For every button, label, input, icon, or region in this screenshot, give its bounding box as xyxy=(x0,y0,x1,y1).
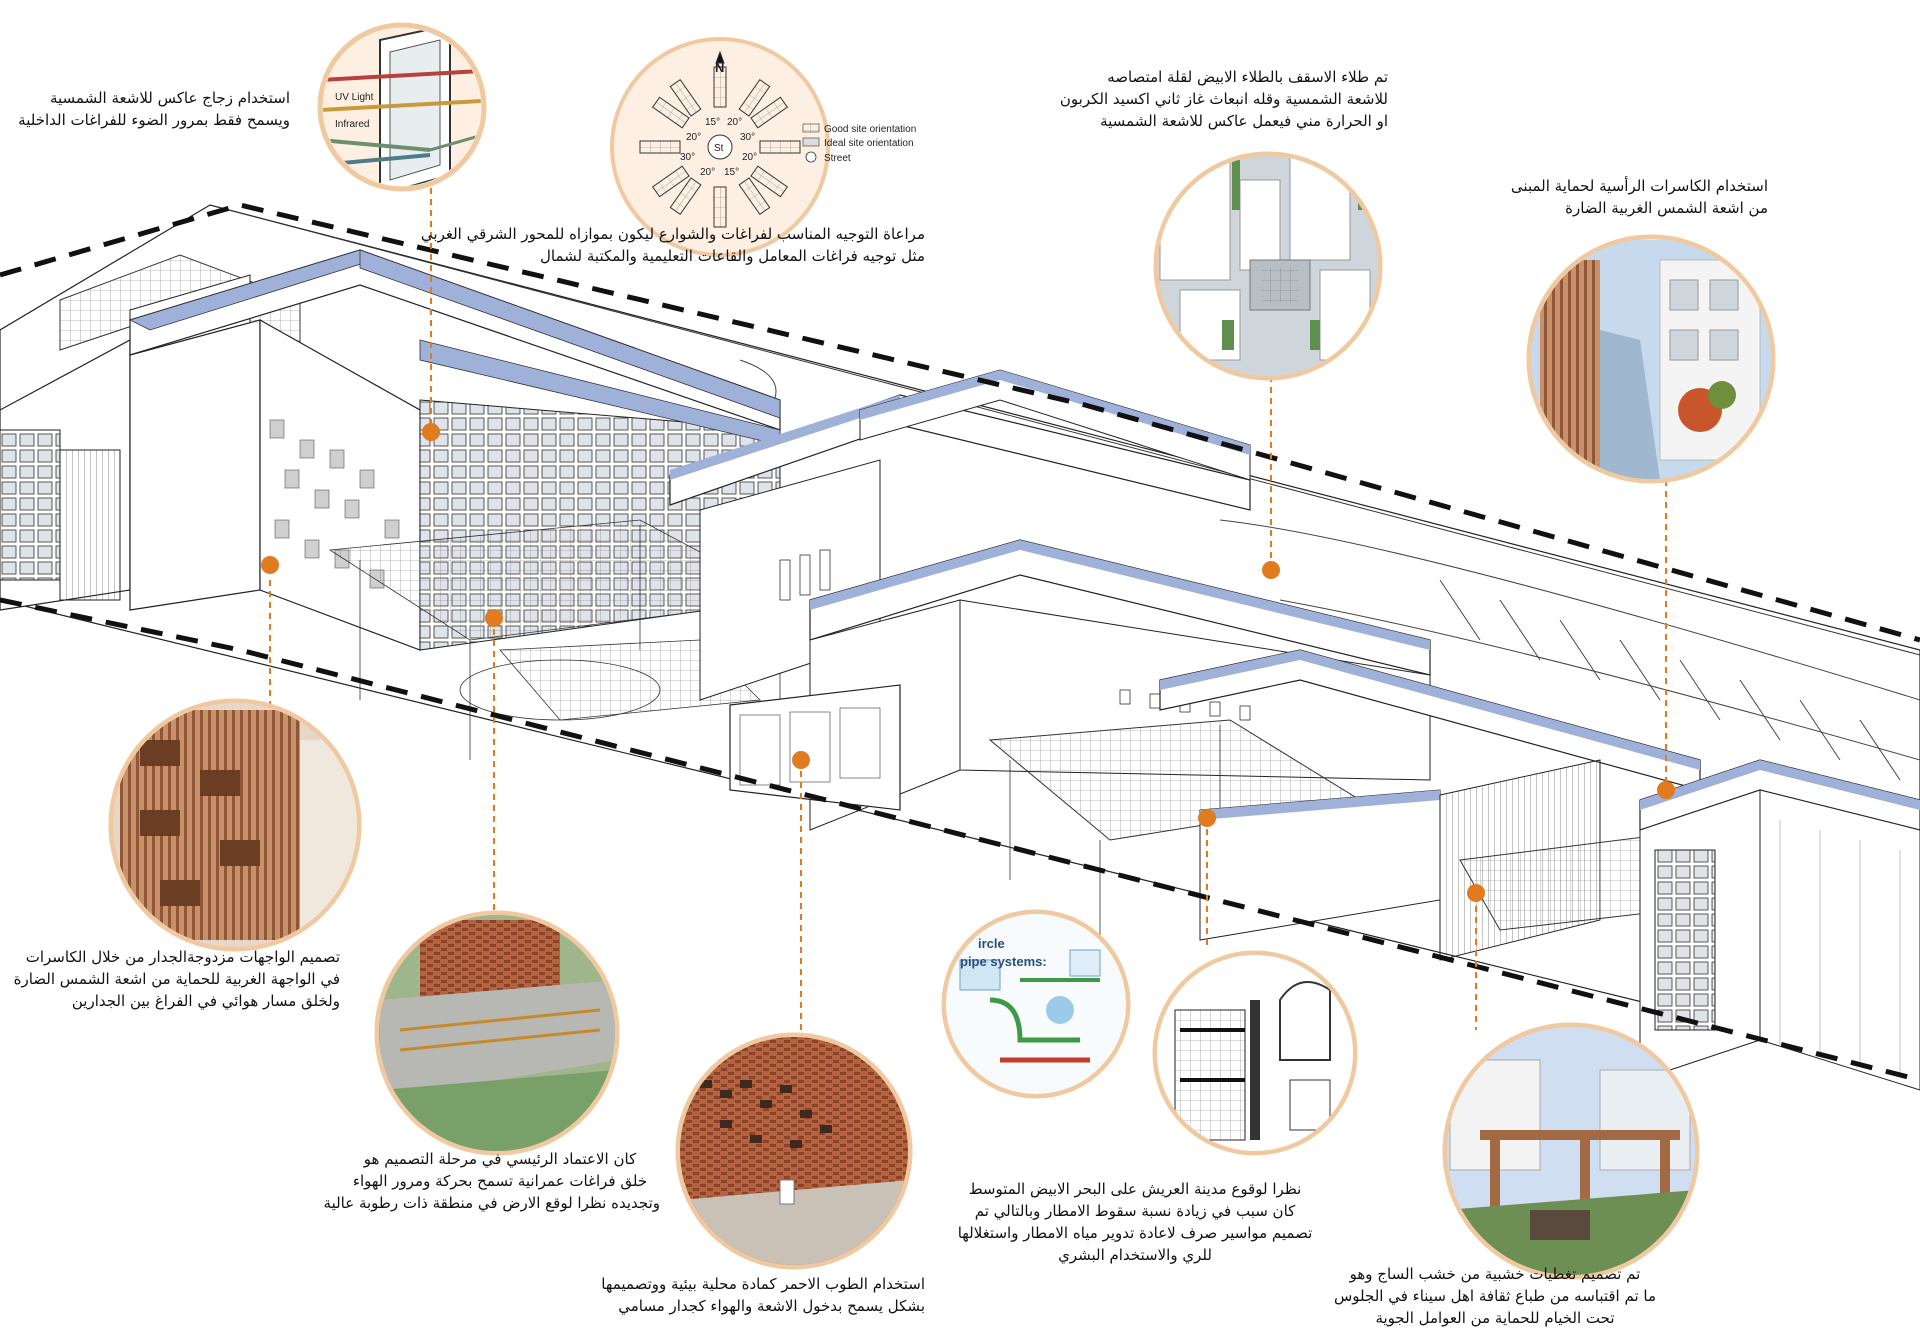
white-roof-plan-circle xyxy=(1153,151,1383,381)
leader-dots xyxy=(261,423,1675,902)
note-line: وتجديده نظرا لوقع الارض في منطقة ذات رطو… xyxy=(323,1194,660,1212)
note-red-brick: استخدام الطوب الاحمر كمادة محلية بيئية و… xyxy=(601,1273,925,1317)
angle-label: 15° xyxy=(724,167,739,178)
courtyard-render-circle xyxy=(374,910,620,1156)
red-brick-wall-circle xyxy=(675,1032,913,1270)
note-line: للري والاستخدام البشري xyxy=(1058,1246,1212,1264)
note-line: للاشعة الشمسية وقله انبعاث غاز ثاني اكسي… xyxy=(1059,90,1388,108)
note-reflective-glass: استخدام زجاج عاكس للاشعة الشمسية ويسمح ف… xyxy=(18,87,290,131)
note-line: ولخلق مسار هوائي في الفراغ بين الجدارين xyxy=(71,992,340,1010)
angle-label: 20° xyxy=(727,117,742,128)
note-line: تصميم الواجهات مزدوجةالجدار من خلال الكا… xyxy=(25,948,340,966)
orientation-compass-circle: N St 15° 20° 20° 30° 30° 20° 20° 15° Goo… xyxy=(610,37,916,257)
double-wall-facade-circle xyxy=(108,698,362,952)
wooden-pergola-render-circle xyxy=(1442,1022,1700,1280)
note-line: استخدام زجاج عاكس للاشعة الشمسية xyxy=(49,89,290,107)
note-line: تم تصميم تغطيات خشبية من خشب الساج وهو xyxy=(1349,1265,1641,1283)
rainwater-pipe-system-circle: ircle pipe systems: xyxy=(941,909,1131,1099)
angle-label: 20° xyxy=(742,152,757,163)
site-boundary-dashes xyxy=(0,202,1920,1083)
note-rainwater: نظرا لوقوع مدينة العريش على البحر الابيض… xyxy=(935,1178,1335,1266)
north-label: N xyxy=(715,60,724,75)
note-white-roof: تم طلاء الاسقف بالطلاء الابيض لقلة امتصا… xyxy=(1060,66,1388,132)
note-line: استخدام الطوب الاحمر كمادة محلية بيئية و… xyxy=(601,1275,925,1293)
angle-label: 15° xyxy=(705,117,720,128)
uv-light-label: UV Light xyxy=(335,92,374,103)
angle-label: 20° xyxy=(700,167,715,178)
note-line: استخدام الكاسرات الرأسية لحماية المبنى xyxy=(1510,177,1768,195)
pipe-title-2: pipe systems: xyxy=(960,954,1047,969)
note-line: مراعاة التوجيه المناسب لفراغات والشوارع … xyxy=(420,225,925,243)
street-center-label: St xyxy=(714,143,724,154)
angle-label: 20° xyxy=(686,132,701,143)
legend-street: Street xyxy=(824,153,851,164)
vertical-fins-photo-circle xyxy=(1526,234,1776,484)
note-line: تم طلاء الاسقف بالطلاء الابيض لقلة امتصا… xyxy=(1107,68,1388,86)
pipe-title-1: ircle xyxy=(978,936,1005,951)
note-line: كان سبب في زيادة نسبة سقوط الامطار وبالت… xyxy=(974,1202,1296,1220)
legend-ideal-orientation: Ideal site orientation xyxy=(824,138,914,149)
note-line: في الواجهة الغربية للحماية من اشعة الشمس… xyxy=(13,970,340,988)
note-orientation: مراعاة التوجيه المناسب لفراغات والشوارع … xyxy=(420,223,925,267)
wall-section-detail-circle xyxy=(1152,950,1358,1156)
note-line: بشكل يسمح بدخول الاشعة والهواء كجدار مسا… xyxy=(618,1297,925,1315)
note-courtyard-airflow: كان الاعتماد الرئيسي في مرحلة التصميم هو… xyxy=(323,1148,660,1214)
note-line: او الحرارة مني فيعمل عاكس للاشعة الشمسية xyxy=(1100,112,1388,130)
isometric-campus-drawing xyxy=(0,204,1920,1091)
leader-lines xyxy=(269,188,1667,1040)
angle-label: 30° xyxy=(740,132,755,143)
note-line: كان الاعتماد الرئيسي في مرحلة التصميم هو xyxy=(363,1150,637,1168)
note-vertical-fins: استخدام الكاسرات الرأسية لحماية المبنى م… xyxy=(1511,175,1768,219)
note-line: خلق فراغات عمرانية تسمح بحركة ومرور الهو… xyxy=(352,1172,648,1190)
note-wooden-pergola: تم تصميم تغطيات خشبية من خشب الساج وهو م… xyxy=(1330,1263,1660,1329)
note-line: ويسمح فقط بمرور الضوء للفراغات الداخلية xyxy=(18,111,290,129)
note-line: تصميم مواسير صرف لاعادة تدوير مياه الامط… xyxy=(957,1224,1313,1242)
note-line: نظرا لوقوع مدينة العريش على البحر الابيض… xyxy=(968,1180,1302,1198)
angle-label: 30° xyxy=(680,152,695,163)
legend-good-orientation: Good site orientation xyxy=(824,124,916,135)
reflective-glass-circle: UV Light Infrared xyxy=(317,22,487,192)
note-line: مثل توجيه فراغات المعامل والقاعات التعلي… xyxy=(540,247,925,265)
infrared-label: Infrared xyxy=(335,119,369,130)
note-line: ما تم اقتباسه من طباع ثقافة اهل سيناء في… xyxy=(1333,1287,1657,1305)
note-line: من اشعة الشمس الغربية الضارة xyxy=(1565,199,1768,217)
note-line: تحت الخيام للحماية من العوامل الجوية xyxy=(1375,1309,1615,1327)
note-double-wall: تصميم الواجهات مزدوجةالجدار من خلال الكا… xyxy=(14,946,340,1012)
